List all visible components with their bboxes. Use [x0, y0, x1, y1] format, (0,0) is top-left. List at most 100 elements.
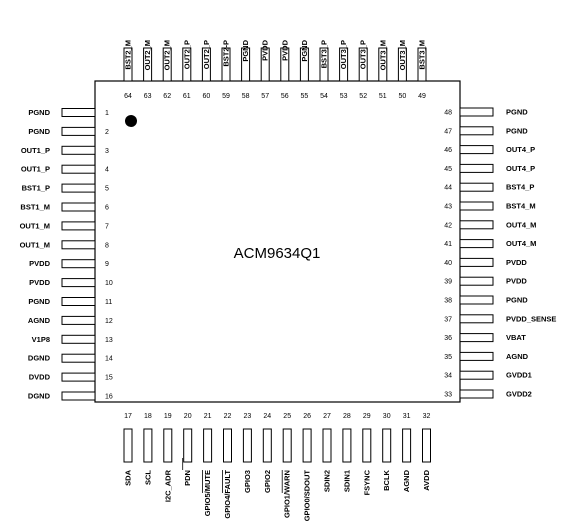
pin-lead	[143, 428, 153, 463]
pin-name: BST4_P	[506, 183, 534, 192]
pin-number: 10	[105, 280, 113, 287]
pin-number: 6	[105, 205, 109, 212]
pin-lead	[417, 47, 427, 82]
pin-number: 33	[444, 392, 452, 399]
pin-number: 18	[144, 413, 152, 420]
pin-name: GPIO1/WARN	[283, 470, 292, 518]
pin-lead	[358, 47, 368, 82]
pin-name: GPIO4/FAULT	[223, 470, 232, 519]
pin-number: 5	[105, 186, 109, 193]
pin-number: 3	[105, 148, 109, 155]
pin-lead	[459, 333, 494, 343]
pin-name: OUT1_P	[21, 146, 50, 155]
pin-name: VBAT	[506, 333, 526, 342]
pin-name: SDIN2	[323, 470, 332, 492]
pin-number: 63	[144, 93, 152, 100]
pin-number: 14	[105, 356, 113, 363]
pin-lead	[162, 47, 172, 82]
pin-number: 46	[444, 147, 452, 154]
pin-number: 23	[244, 413, 252, 420]
pin-number: 41	[444, 241, 452, 248]
pin-name: GPIO2	[263, 470, 272, 493]
pin-name: OUT2_M	[163, 40, 172, 70]
pin-name: PVDD	[506, 277, 527, 286]
pin-name: SDA	[124, 469, 133, 485]
pin-name: AGND	[28, 316, 51, 325]
pin-name: OUT4_M	[506, 239, 536, 248]
pin-name: PGND	[300, 39, 309, 61]
pin-name: V1P8	[32, 335, 50, 344]
pin-number: 19	[164, 413, 172, 420]
pin-lead	[322, 428, 332, 463]
pin-number: 58	[242, 93, 250, 100]
pin-name: PGND	[241, 39, 250, 61]
pin-number: 45	[444, 166, 452, 173]
chip-body	[94, 80, 461, 403]
pin-name: DGND	[28, 392, 51, 401]
pin-name: OUT1_M	[20, 240, 50, 249]
pin-lead	[61, 259, 96, 269]
pin-number: 60	[203, 93, 211, 100]
pin-number: 15	[105, 375, 113, 382]
pin-name: GPIO3	[243, 470, 252, 493]
pin-name: DVDD	[29, 373, 51, 382]
pins-layer: 1PGND2PGND3OUT1_P4OUT1_P5BST1_P6BST1_M7O…	[20, 39, 557, 521]
pin-lead	[339, 47, 349, 82]
pin-lead	[61, 164, 96, 174]
pin-name: SCL	[143, 470, 152, 485]
pin-number: 27	[323, 413, 331, 420]
part-number-label: ACM9634Q1	[234, 245, 321, 262]
pin-name: PGND	[28, 108, 50, 117]
pin-name: BCLK	[382, 469, 391, 490]
pin-lead	[163, 428, 173, 463]
pin-number: 39	[444, 279, 452, 286]
pin-lead	[61, 278, 96, 288]
pin-name: OUT3_P	[359, 40, 368, 69]
pin-lead	[223, 428, 232, 463]
pin-lead	[61, 391, 96, 401]
pin-number: 59	[222, 93, 230, 100]
pin-number: 37	[444, 316, 452, 323]
pin-number: 49	[418, 93, 426, 100]
pin-lead	[459, 314, 494, 324]
pin-number: 29	[363, 413, 371, 420]
pin-name: OUT3_M	[398, 40, 407, 70]
pin-number: 22	[224, 413, 232, 420]
pin-lead	[262, 428, 272, 463]
pin-number: 62	[163, 93, 171, 100]
pin-lead	[61, 221, 96, 231]
pin-lead	[459, 182, 494, 192]
pin-number: 52	[359, 93, 367, 100]
pin-number: 47	[444, 128, 452, 135]
pin-lead	[302, 428, 312, 463]
pin-lead	[203, 428, 213, 463]
pin-lead	[61, 353, 96, 363]
pin-lead	[61, 297, 96, 306]
pin-lead	[459, 220, 494, 230]
pin-number: 50	[399, 93, 407, 100]
pin-number: 55	[301, 93, 309, 100]
pin-number: 17	[124, 413, 132, 420]
pin-name: PVDD	[506, 258, 527, 267]
pin-name: SDIN1	[342, 470, 351, 492]
pin-number: 20	[184, 413, 192, 420]
pin-number: 35	[444, 354, 452, 361]
pin-name: PGND	[28, 127, 50, 136]
pin-lead	[319, 47, 329, 82]
pin-number: 13	[105, 337, 113, 344]
pin-name: DGND	[28, 354, 51, 363]
pin-number: 36	[444, 335, 452, 342]
pin-name: BST1_M	[20, 203, 50, 212]
pin-name: OUT2_P	[202, 40, 211, 69]
pin-name: OUT4_M	[506, 220, 536, 229]
pin-number: 42	[444, 222, 452, 229]
pin-number: 1	[105, 110, 109, 117]
pin-lead	[61, 315, 96, 325]
pin-lead	[182, 47, 192, 82]
pin-number: 24	[263, 413, 271, 420]
pin-lead	[61, 183, 96, 193]
pin-name: AGND	[506, 352, 529, 361]
pin-name: PDN	[183, 470, 192, 486]
pin-lead	[378, 47, 388, 82]
pin-lead	[342, 428, 352, 463]
